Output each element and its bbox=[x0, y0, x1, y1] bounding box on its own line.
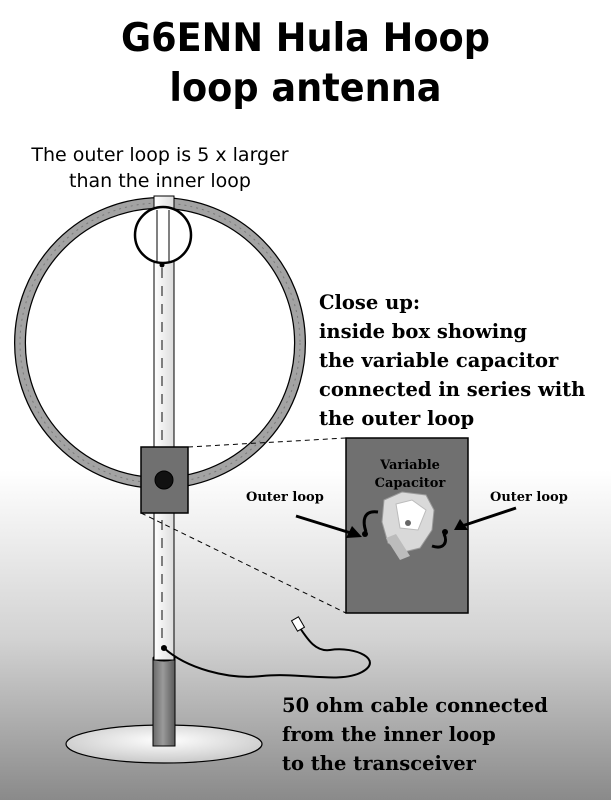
outer-loop-label-right: Outer loop bbox=[490, 490, 568, 505]
cable-line-3: to the transceiver bbox=[282, 752, 476, 775]
right-arrow bbox=[461, 506, 517, 528]
cable-caption: 50 ohm cable connected from the inner lo… bbox=[282, 691, 611, 778]
closeup-line-4: connected in series with bbox=[319, 378, 586, 401]
inner-loop-feed-point bbox=[159, 262, 165, 268]
caption-line-1: The outer loop is 5 x larger bbox=[31, 144, 289, 166]
cable-line-2: from the inner loop bbox=[282, 723, 496, 746]
variable-capacitor-label-line-2: Capacitor bbox=[374, 476, 446, 491]
stand-tube bbox=[152, 657, 176, 747]
caption-line-2: than the inner loop bbox=[69, 170, 251, 192]
closeup-line-3: the variable capacitor bbox=[319, 349, 559, 372]
inner-loop bbox=[133, 205, 193, 265]
cable-line-1: 50 ohm cable connected bbox=[282, 694, 548, 717]
zoom-line-bottom bbox=[140, 512, 347, 614]
title-line-2: loop antenna bbox=[169, 66, 442, 111]
outer-loop-label-left: Outer loop bbox=[246, 490, 324, 505]
coax-cable bbox=[163, 627, 371, 679]
left-arrow bbox=[295, 514, 355, 536]
tuning-knob bbox=[154, 470, 174, 490]
variable-capacitor-label-line-1: Variable bbox=[380, 458, 440, 473]
outer-loop-wire-left bbox=[362, 510, 379, 533]
closeup-line-2: inside box showing bbox=[319, 320, 528, 343]
variable-capacitor bbox=[381, 491, 435, 560]
closeup-caption: Close up: inside box showing the variabl… bbox=[319, 288, 611, 433]
loop-size-caption: The outer loop is 5 x larger than the in… bbox=[0, 142, 320, 194]
outer-loop-wire-right bbox=[431, 533, 447, 549]
page-title: G6ENN Hula Hoop loop antenna bbox=[18, 14, 592, 114]
closeup-line-5: the outer loop bbox=[319, 407, 475, 430]
variable-capacitor-label: Variable Capacitor bbox=[360, 457, 460, 493]
closeup-box bbox=[345, 437, 469, 614]
title-line-1: G6ENN Hula Hoop bbox=[121, 16, 490, 61]
closeup-line-1: Close up: bbox=[319, 291, 421, 314]
cable-connector bbox=[290, 616, 306, 632]
